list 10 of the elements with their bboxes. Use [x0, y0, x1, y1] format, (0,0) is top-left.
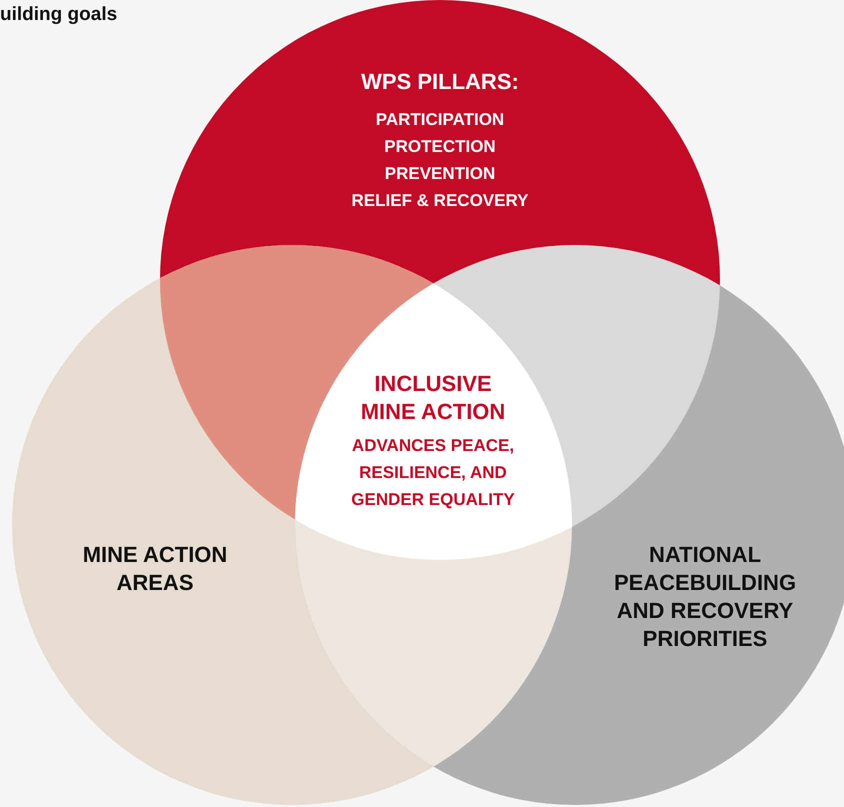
heading: WPS PILLARS:: [360, 68, 520, 96]
text-line: PROTECTION: [383, 136, 497, 158]
text-line: PARTICIPATION: [374, 109, 506, 131]
heading: INCLUSIVE MINE ACTION: [360, 370, 506, 426]
text-line: PREVENTION: [384, 163, 496, 185]
title: uilding goals: [0, 4, 118, 26]
text-line: ADVANCES PEACE, RESILIENCE, AND GENDER EQUALITY: [350, 435, 516, 511]
set-label: MINE ACTION AREAS: [82, 541, 228, 597]
set-label: NATIONAL PEACEBUILDING AND RECOVERY PRIORITIES: [612, 541, 798, 653]
text-line: RELIEF & RECOVERY: [350, 190, 530, 212]
